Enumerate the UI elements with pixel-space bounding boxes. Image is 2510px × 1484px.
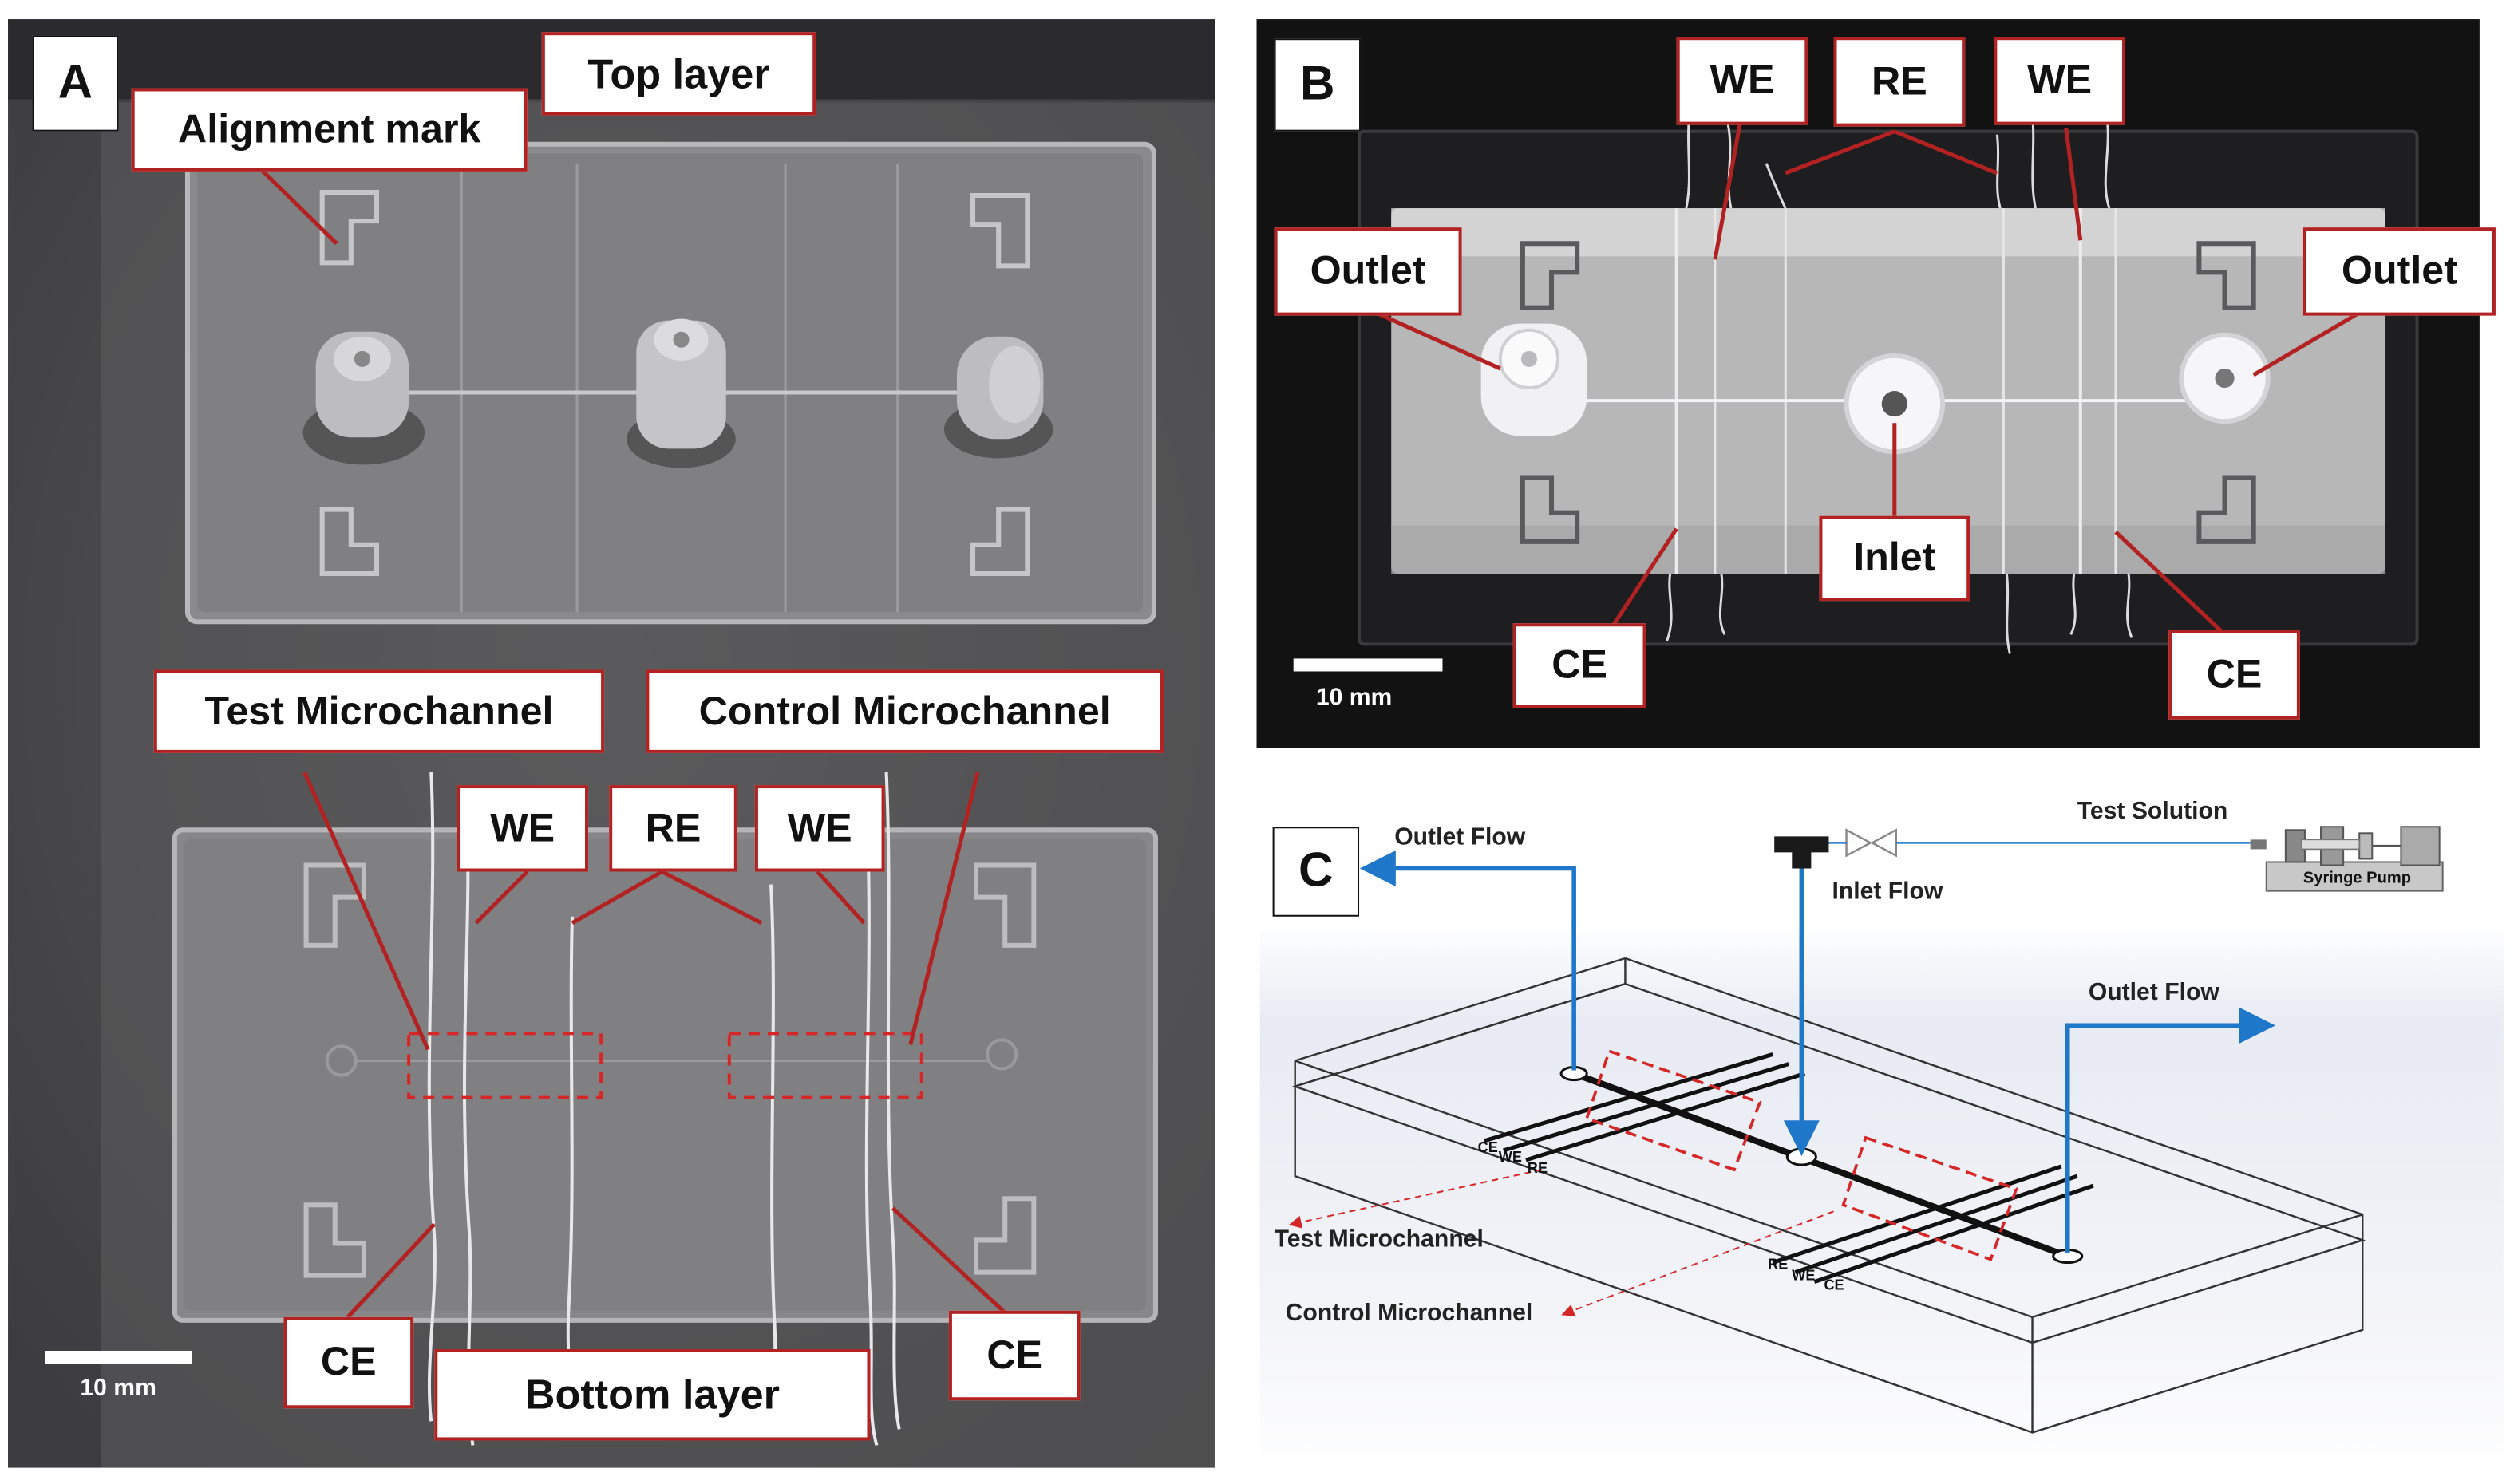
re-label: RE	[609, 785, 737, 872]
syringe-pump-icon	[2250, 826, 2444, 892]
test-microchannel-box	[407, 1032, 603, 1099]
control-microchannel-box	[727, 1032, 923, 1099]
we-label-right: WE	[1994, 37, 2126, 125]
electrode-label: WE	[1498, 1148, 1522, 1166]
outlet-label-left: Outlet	[1274, 227, 1462, 316]
ce-label-left: CE	[1512, 623, 1646, 708]
alignment-mark-icon	[974, 862, 1037, 948]
ce-label-right: CE	[948, 1310, 1081, 1401]
panel-c-letter: C	[1272, 827, 1360, 917]
control-microchannel-label: Control Microchannel	[646, 669, 1164, 753]
outlet-label-right: Outlet	[2302, 227, 2496, 316]
electrode-label: RE	[1527, 1160, 1548, 1177]
inlet-flow-label: Inlet Flow	[1832, 878, 1943, 906]
electrode-label: RE	[1768, 1256, 1789, 1273]
test-solution-label: Test Solution	[2077, 798, 2228, 826]
panel-c-diagram	[1259, 798, 2504, 1479]
test-microchannel-label: Test Microchannel	[153, 669, 605, 753]
ce-label-right: CE	[2168, 630, 2300, 720]
control-microchannel-label: Control Microchannel	[1285, 1299, 1533, 1327]
alignment-mark-icon	[1520, 241, 1580, 310]
panel-b-photo-art	[1256, 19, 2480, 748]
alignment-mark-icon	[970, 507, 1030, 576]
alignment-mark-icon	[2196, 241, 2256, 310]
flow-arrows	[1359, 851, 2275, 1253]
electrode-label: CE	[1477, 1139, 1498, 1155]
control-microchannel-pointer	[1561, 1210, 1834, 1317]
port-fitting	[636, 320, 726, 449]
alignment-mark-icon	[303, 1202, 366, 1278]
panel-c-art	[1259, 826, 2504, 1479]
test-microchannel-box	[1584, 1049, 1762, 1172]
outlet-flow-label-left: Outlet Flow	[1394, 823, 1526, 851]
electrode-label: CE	[1824, 1277, 1844, 1293]
we-label-left: WE	[457, 785, 589, 872]
panel-a-letter: A	[32, 35, 119, 132]
alignment-mark-icon	[319, 507, 379, 576]
electrode-label: WE	[1792, 1267, 1816, 1284]
re-label: RE	[1833, 37, 1966, 127]
panel-b-photo	[1256, 19, 2480, 748]
ce-label-left: CE	[283, 1316, 414, 1409]
alignment-mark-icon	[1520, 475, 1580, 544]
alignment-mark-icon	[303, 862, 366, 948]
electrode-wire	[427, 772, 437, 1422]
we-label-right: WE	[754, 785, 885, 872]
alignment-mark-icon	[970, 193, 1030, 269]
inlet-port	[1785, 1147, 1817, 1166]
we-label-left: WE	[1676, 37, 1808, 125]
test-microchannel-pointer	[1288, 1169, 1543, 1229]
valve-icon	[1845, 828, 1898, 858]
syringe-pump-label: Syringe Pump	[2302, 870, 2411, 888]
panel-a-leader-lines	[247, 156, 1011, 1319]
electrode-wire	[864, 820, 879, 1447]
bottom-layer-label: Bottom layer	[434, 1348, 871, 1441]
outlet-flow-label-right: Outlet Flow	[2088, 979, 2219, 1007]
alignment-mark-icon	[319, 189, 379, 266]
scale-bar-label: 10 mm	[80, 1375, 156, 1403]
panel-b-leader-lines	[1371, 120, 2364, 633]
control-microchannel-box	[1841, 1135, 2018, 1261]
panel-b-letter: B	[1274, 38, 1362, 132]
test-microchannel-label: Test Microchannel	[1274, 1225, 1484, 1253]
t-junction-icon	[1774, 836, 1829, 869]
alignment-mark-icon	[974, 1196, 1037, 1275]
inlet-label: Inlet	[1819, 515, 1970, 602]
scale-bar-label: 10 mm	[1315, 684, 1393, 712]
electrode-wire	[884, 772, 901, 1430]
top-layer-label: Top layer	[541, 32, 816, 116]
electrode-lines	[1483, 1052, 2094, 1285]
scale-bar	[45, 1350, 192, 1364]
scale-bar	[1293, 658, 1443, 672]
diagram-background	[1259, 922, 2504, 1479]
alignment-mark-icon	[2196, 475, 2256, 544]
alignment-mark-label: Alignment mark	[131, 88, 528, 172]
